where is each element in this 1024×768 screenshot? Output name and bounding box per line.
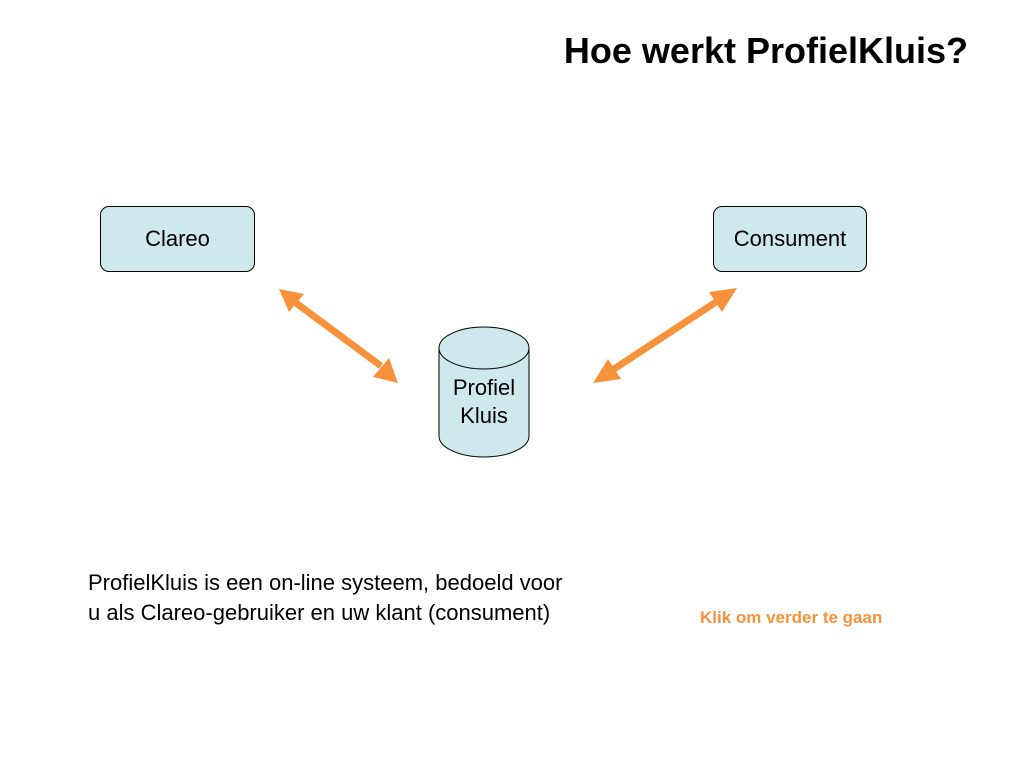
arrow-consument-database — [593, 288, 737, 383]
description-line-2: u als Clareo-gebruiker en uw klant (cons… — [88, 600, 551, 625]
database-node-label: Profiel Kluis — [438, 374, 530, 430]
database-label-line2: Kluis — [460, 403, 508, 428]
continue-link[interactable]: Klik om verder te gaan — [700, 608, 883, 627]
database-cylinder-icon — [438, 326, 530, 458]
profielkluis-database-node: Profiel Kluis — [438, 326, 530, 458]
consument-node: Consument — [713, 206, 867, 272]
arrow-clareo-database — [279, 289, 398, 383]
consument-node-label: Consument — [733, 226, 847, 251]
clareo-node-label: Clareo — [145, 226, 210, 251]
description-line-1: ProfielKluis is een on-line systeem, bed… — [88, 570, 563, 595]
database-label-line1: Profiel — [452, 375, 516, 400]
slide-title: Hoe werkt ProfielKluis? — [563, 30, 968, 71]
clareo-node: Clareo — [100, 206, 255, 272]
description-text: ProfielKluis is een on-line systeem, bed… — [88, 568, 668, 628]
